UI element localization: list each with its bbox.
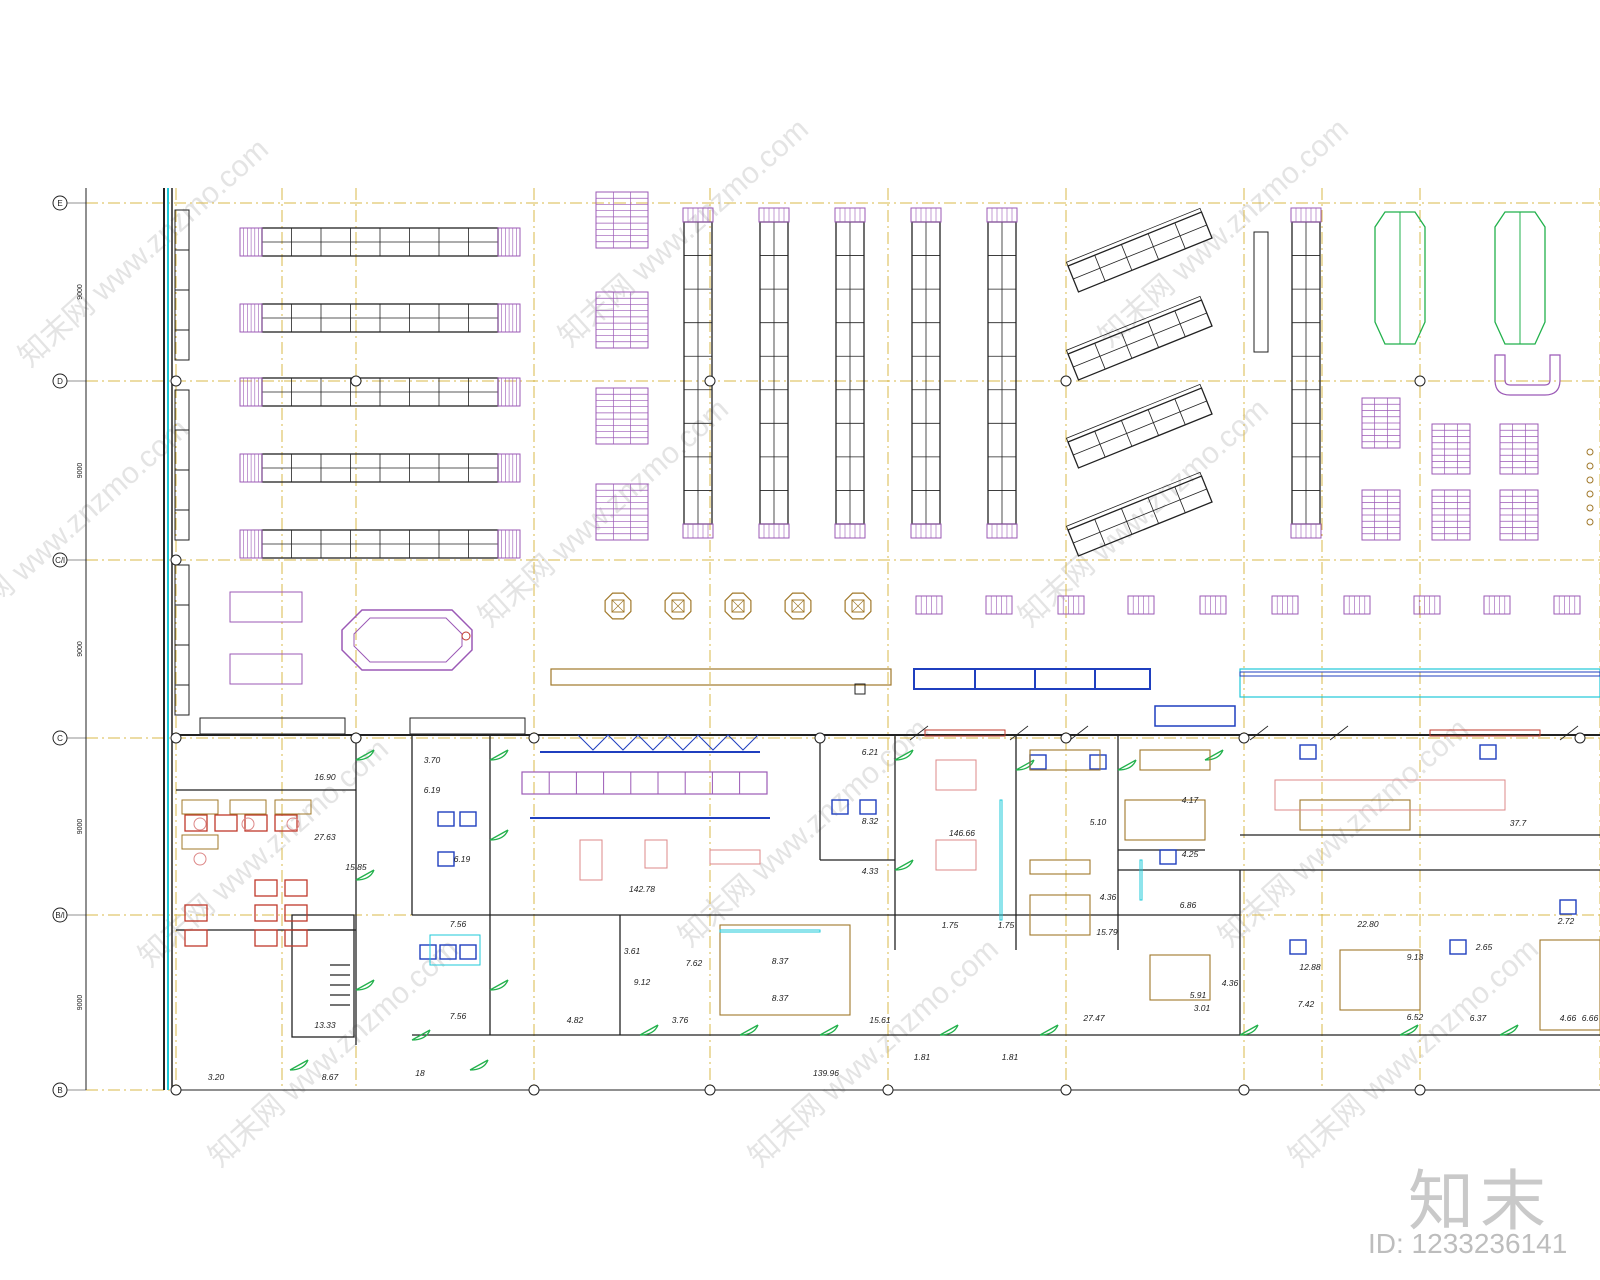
room-area-label: 3.01 bbox=[1194, 1003, 1211, 1013]
room-area-label: 4.33 bbox=[862, 866, 879, 876]
room-area-label: 15.61 bbox=[869, 1015, 891, 1025]
room-area-label: 37.7 bbox=[1510, 818, 1527, 828]
watermark-text: 知末网 www.znzmo.com bbox=[12, 132, 274, 373]
grid-label: B/l bbox=[55, 911, 65, 920]
room-area-label: 3.61 bbox=[624, 946, 641, 956]
room-area-label: 7.56 bbox=[450, 1011, 467, 1021]
room-area-label: 6.19 bbox=[424, 785, 441, 795]
room-area-label: 1.75 bbox=[942, 920, 959, 930]
watermark-text: 知末网 www.znzmo.com bbox=[202, 932, 464, 1173]
room-area-label: 1.75 bbox=[998, 920, 1015, 930]
room-area-label: 142.78 bbox=[629, 884, 655, 894]
room-area-label: 8.32 bbox=[862, 816, 879, 826]
room-area-label: 7.62 bbox=[686, 958, 703, 968]
room-area-label: 139.96 bbox=[813, 1068, 839, 1078]
grid-label: C bbox=[57, 734, 63, 743]
room-area-label: 4.66 bbox=[1560, 1013, 1577, 1023]
wall-shelving bbox=[174, 209, 526, 735]
watermark-corner-logo: 知末 bbox=[1408, 1163, 1552, 1240]
room-area-label: 6.37 bbox=[1470, 1013, 1487, 1023]
watermark-text: 知末网 www.znzmo.com bbox=[1092, 112, 1354, 353]
bay-dimension: 9000 bbox=[77, 463, 84, 479]
watermark-layer: 知末网 www.znzmo.com 知末网 www.znzmo.com 知末网 ww… bbox=[0, 112, 1545, 1173]
bay-dimension: 9000 bbox=[77, 819, 84, 835]
room-area-label: 12.88 bbox=[1299, 962, 1321, 972]
bay-dimension: 9000 bbox=[77, 284, 84, 300]
room-area-label: 6.86 bbox=[1180, 900, 1197, 910]
watermark-text: 知末网 www.znzmo.com bbox=[0, 412, 195, 653]
room-area-label: 5.10 bbox=[1090, 817, 1107, 827]
room-area-label: 4.36 bbox=[1100, 892, 1117, 902]
room-area-label: 2.72 bbox=[1557, 916, 1575, 926]
room-area-labels: 16.90 27.63 15.85 13.33 3.70 6.19 6.19 7.56 7.56… bbox=[208, 747, 1599, 1082]
room-area-label: 8.37 bbox=[772, 993, 789, 1003]
room-area-label: 18 bbox=[415, 1068, 425, 1078]
room-area-label: 13.33 bbox=[314, 1020, 336, 1030]
room-area-label: 8.67 bbox=[322, 1072, 339, 1082]
grid-label: B bbox=[57, 1086, 62, 1095]
room-area-label: 7.56 bbox=[450, 919, 467, 929]
room-area-label: 4.82 bbox=[567, 1015, 584, 1025]
bay-dimension: 9000 bbox=[77, 641, 84, 657]
bay-dimension: 9000 bbox=[77, 995, 84, 1011]
horizontal-gondolas bbox=[239, 227, 521, 559]
room-area-label: 6.21 bbox=[862, 747, 879, 757]
room-area-label: 4.25 bbox=[1182, 849, 1199, 859]
watermark-corner-id: ID: 1233236141 bbox=[1368, 1228, 1568, 1259]
room-area-label: 5.91 bbox=[1190, 990, 1207, 1000]
octagon-displays bbox=[604, 592, 872, 620]
room-area-label: 4.17 bbox=[1182, 795, 1199, 805]
room-area-label: 3.70 bbox=[424, 755, 441, 765]
watermark-text: 知末网 www.znzmo.com bbox=[1212, 712, 1474, 953]
room-area-label: 27.47 bbox=[1082, 1013, 1105, 1023]
room-area-label: 16.90 bbox=[314, 772, 336, 782]
room-area-label: 3.20 bbox=[208, 1072, 225, 1082]
room-area-label: 9.12 bbox=[634, 977, 651, 987]
room-area-label: 2.65 bbox=[1475, 942, 1493, 952]
room-area-label: 1.81 bbox=[1002, 1052, 1019, 1062]
room-area-label: 15.85 bbox=[345, 862, 367, 872]
room-area-label: 7.42 bbox=[1298, 999, 1315, 1009]
grid-label: D bbox=[57, 377, 63, 386]
vertical-gondolas bbox=[682, 207, 1322, 539]
door-swings bbox=[289, 725, 1579, 1071]
office-furniture bbox=[181, 729, 1600, 1031]
room-area-label: 1.81 bbox=[914, 1052, 931, 1062]
room-area-label: 27.63 bbox=[313, 832, 336, 842]
room-area-label: 8.37 bbox=[772, 956, 789, 966]
room-area-label: 4.36 bbox=[1222, 978, 1239, 988]
watermark-text: 知末网 www.znzmo.com bbox=[472, 392, 734, 633]
room-area-label: 22.80 bbox=[1356, 919, 1379, 929]
grid-label: E bbox=[57, 199, 62, 208]
room-area-label: 6.66 bbox=[1582, 1013, 1599, 1023]
promo-fixtures bbox=[229, 211, 1600, 727]
room-area-label: 15.79 bbox=[1096, 927, 1118, 937]
column-markers bbox=[170, 375, 1586, 1096]
axis-grid: E D C/lC B/lB 9000 9000 9000 9000 9000 bbox=[52, 188, 1600, 1098]
room-area-label: 9.13 bbox=[1407, 952, 1424, 962]
grid-label: C/l bbox=[55, 556, 65, 565]
angled-gondolas bbox=[1065, 207, 1213, 557]
outer-walls bbox=[85, 188, 1600, 1091]
room-area-label: 6.52 bbox=[1407, 1012, 1424, 1022]
pallet-displays bbox=[595, 191, 1594, 615]
room-area-label: 3.76 bbox=[672, 1015, 689, 1025]
room-area-label: 146.66 bbox=[949, 828, 975, 838]
watermark-text: 知末网 www.znzmo.com bbox=[742, 932, 1004, 1173]
room-area-label: 6.19 bbox=[454, 854, 471, 864]
